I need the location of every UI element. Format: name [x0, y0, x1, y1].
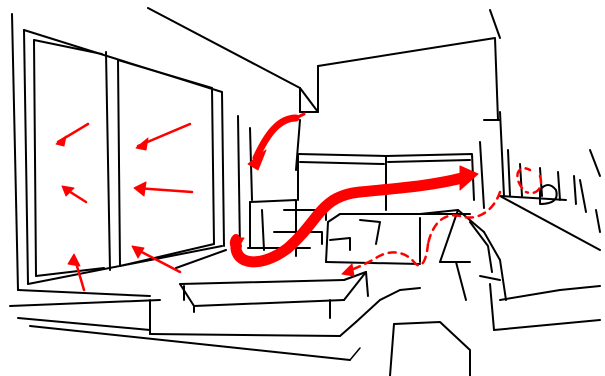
window-left — [10, 14, 224, 330]
ceiling-curved-arrow — [248, 114, 304, 170]
window-arrow-2 — [136, 124, 190, 150]
back-sofa — [298, 120, 500, 210]
window-arrow-4 — [134, 182, 192, 196]
window-arrow-3 — [62, 186, 86, 202]
window-arrow-6 — [132, 246, 180, 272]
right-shelf — [500, 112, 600, 250]
foreground-cushions — [390, 276, 600, 376]
coffee-table — [180, 272, 368, 318]
window-arrow-1 — [56, 124, 88, 146]
right-daybed — [380, 210, 506, 300]
